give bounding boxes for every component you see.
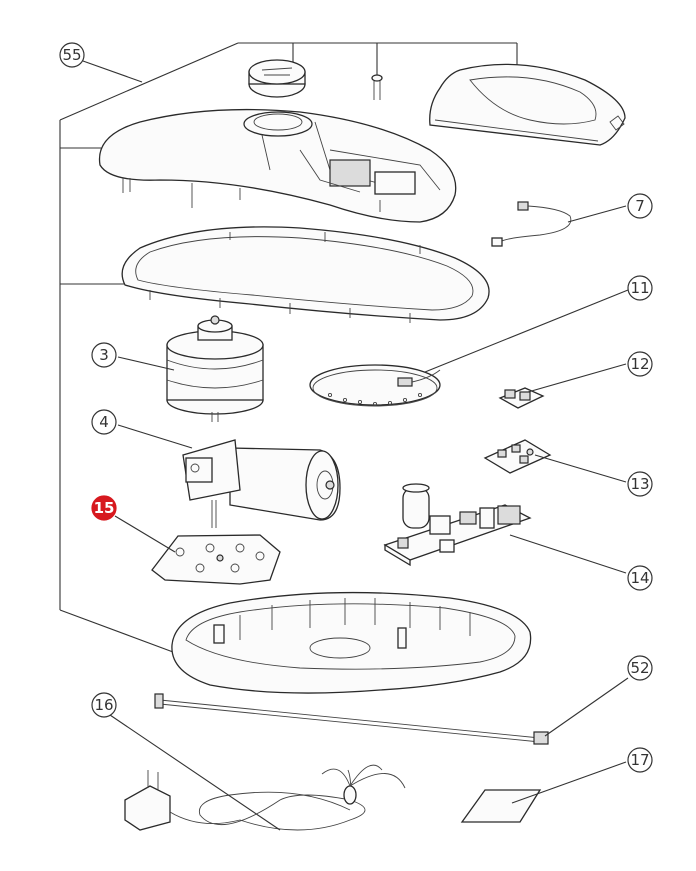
lower-housing-part — [171, 591, 532, 694]
cable-rod-52-part — [154, 677, 629, 745]
callout-7: 7 — [627, 193, 653, 219]
callout-12: 12 — [627, 351, 653, 377]
top-lid-cover-part — [429, 63, 626, 146]
callout-17-label: 17 — [630, 751, 649, 769]
screw-part — [371, 74, 383, 100]
callout-16-label: 16 — [94, 696, 113, 714]
callout-14: 14 — [627, 565, 653, 591]
callout-55: 55 — [59, 42, 85, 68]
callout-17: 17 — [627, 747, 653, 773]
callout-14-label: 14 — [630, 569, 649, 587]
upper-housing-part — [98, 108, 457, 223]
callout-3-label: 3 — [99, 346, 109, 364]
callout-3: 3 — [91, 342, 117, 368]
gasket-frame-part — [121, 226, 490, 323]
callout-15-label: 15 — [94, 499, 115, 517]
power-cord-16-part — [109, 714, 406, 831]
callout-11-label: 11 — [630, 279, 649, 297]
callout-4: 4 — [91, 409, 117, 435]
pcb-13-part — [483, 439, 627, 483]
fan-motor-3-part — [117, 315, 264, 422]
callout-4-label: 4 — [99, 413, 109, 431]
callout-55-label: 55 — [62, 46, 81, 64]
manual-sheet-17-part — [460, 761, 627, 823]
callout-7-label: 7 — [635, 197, 645, 215]
callout-52-label: 52 — [630, 659, 649, 677]
callout-13: 13 — [627, 471, 653, 497]
main-pcb-14-part — [383, 483, 627, 574]
callout-13-label: 13 — [630, 475, 649, 493]
callout-16: 16 — [91, 692, 117, 718]
callout-12-label: 12 — [630, 355, 649, 373]
callout-52: 52 — [627, 655, 653, 681]
led-ring-11-part — [309, 289, 629, 407]
mounting-plate-15-part — [114, 515, 281, 585]
gear-motor-4-part — [117, 424, 341, 528]
callout-15: 15 — [91, 495, 117, 521]
callout-11: 11 — [627, 275, 653, 301]
connector-board-12-part — [498, 363, 627, 409]
top-cap-part — [248, 59, 306, 98]
wire-harness-7-part — [491, 201, 627, 247]
